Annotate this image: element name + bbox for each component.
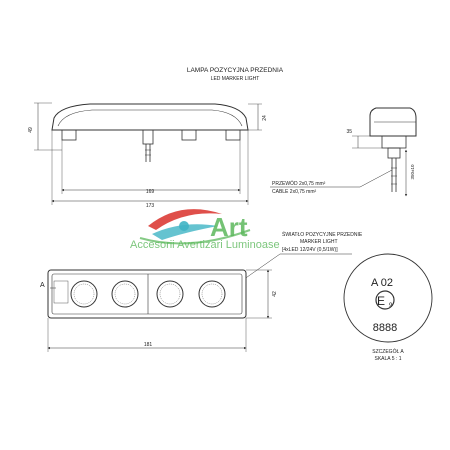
title-line1: LAMPA POZYCYJNA PRZEDNIA <box>187 67 284 74</box>
light-note-line2: MARKER LIGHT <box>300 239 338 245</box>
front-ref-letter: A <box>40 282 45 289</box>
front-view <box>47 269 272 352</box>
detail-caption-line1: SZCZEGÓŁ A <box>372 348 404 355</box>
cable-note-leader <box>270 169 393 188</box>
dim-side-cable: 350±10 <box>410 164 415 179</box>
art-logo <box>139 209 251 245</box>
dim-front-height: 42 <box>272 291 278 297</box>
detail-code: A 02 <box>371 277 393 289</box>
led-lens-1 <box>70 280 98 308</box>
watermark-brand: Art <box>210 212 248 242</box>
led-lens-4 <box>198 280 226 308</box>
detail-a <box>343 253 433 343</box>
dim-side-depth: 35 <box>346 129 352 135</box>
dim-height-left: 49 <box>28 127 34 133</box>
light-note-line3: [4xLED 12/24V (0,5/1W)] <box>282 247 338 253</box>
dim-height-right: 24 <box>262 115 268 121</box>
detail-mark: E <box>377 294 385 308</box>
title-line2: LED MARKER LIGHT <box>211 76 260 82</box>
detail-number: 8888 <box>373 322 397 334</box>
watermark-tagline: Accesorii Avertizari Luminoase <box>130 239 280 251</box>
dim-front-width: 181 <box>144 342 153 348</box>
cable-note-line2: CABLE 2x0,75 mm² <box>272 189 317 195</box>
led-lens-3 <box>156 280 184 308</box>
detail-caption-line2: SKALA 5 : 1 <box>375 356 402 362</box>
cable-note-line1: PRZEWÓD 2x0,75 mm² <box>272 180 326 187</box>
led-lens-2 <box>111 280 139 308</box>
light-note-leader <box>239 253 352 283</box>
dim-overall-width: 173 <box>146 203 155 209</box>
top-view <box>34 102 262 205</box>
detail-mark-sub: 9 <box>389 303 393 309</box>
light-note-line1: ŚWIATŁO POZYCYJNE PRZEDNIE <box>282 230 363 238</box>
side-view <box>352 107 417 197</box>
dim-inner-width: 169 <box>146 189 155 195</box>
